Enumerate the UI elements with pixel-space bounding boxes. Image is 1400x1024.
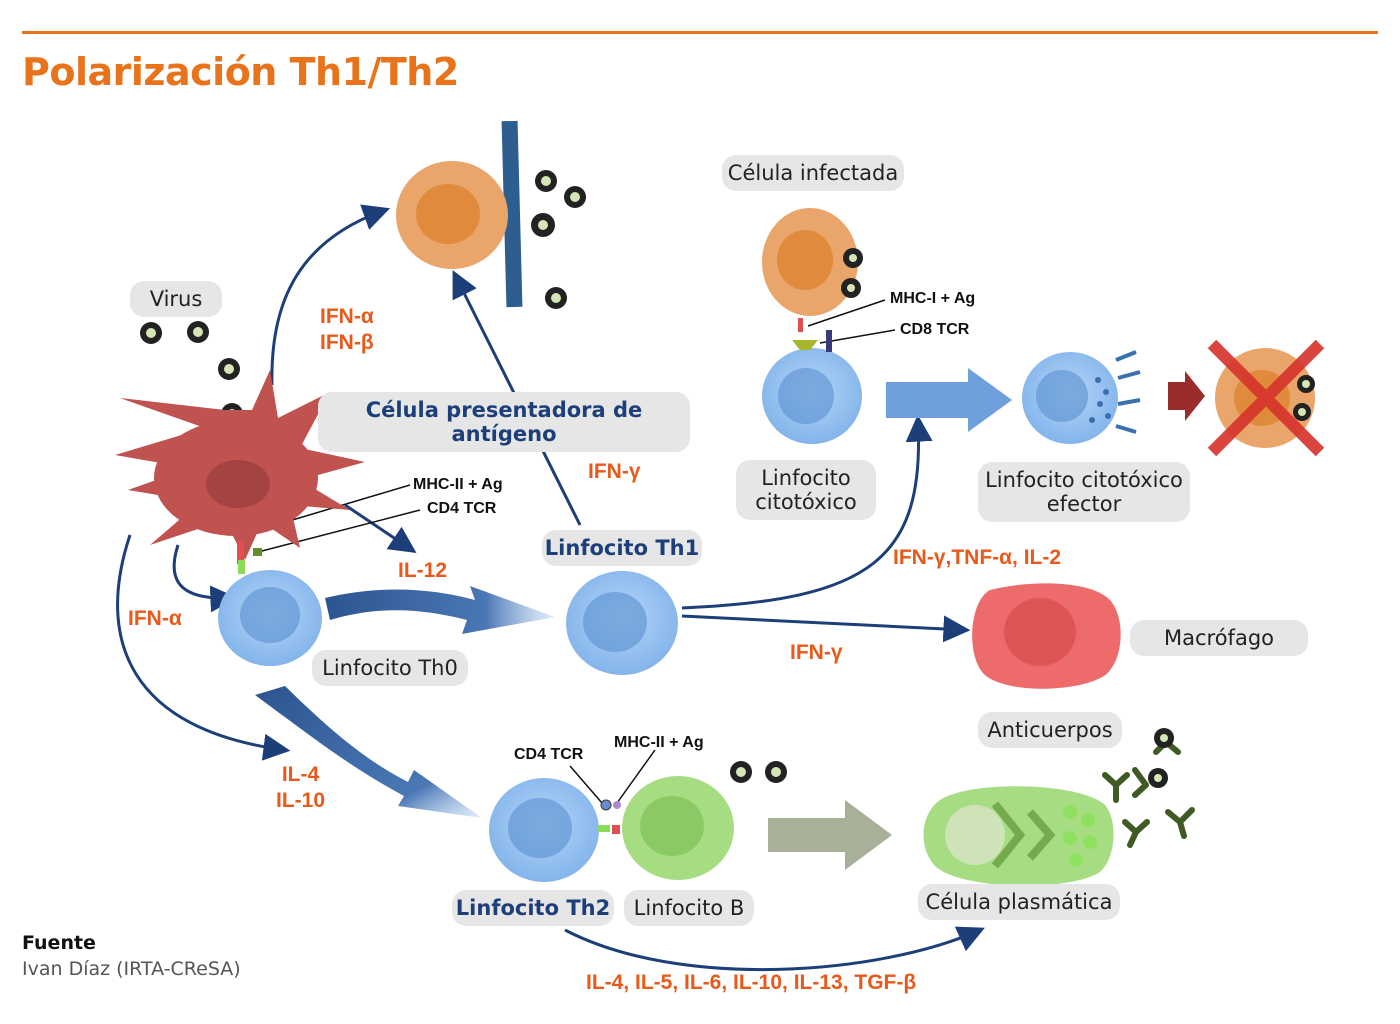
virus-icon <box>765 761 787 783</box>
antibody-icon <box>1165 807 1195 839</box>
ctl-label: Linfocito citotóxico <box>736 460 876 520</box>
arrow-th1-to-macrophage <box>681 614 971 643</box>
receptor-cd4-th2: CD4 TCR <box>514 746 584 763</box>
fat-arrow-ctl-to-effector <box>886 368 1012 432</box>
virus-icon <box>218 358 240 380</box>
th0-lymphocyte <box>218 570 322 666</box>
pointer-cd4 <box>257 509 421 553</box>
cytotoxic-lymphocyte <box>762 330 862 444</box>
plasma-cell <box>923 786 1114 886</box>
receptor-cd8: CD8 TCR <box>900 321 970 338</box>
cytokine-il4-il10: IL-4 IL-10 <box>276 763 326 812</box>
fat-arrow-effector-to-dead <box>1168 371 1205 421</box>
virus-icon <box>545 287 567 309</box>
th0-label: Linfocito Th0 <box>312 650 468 686</box>
effector-ctl-label: Linfocito citotóxico efector <box>978 462 1190 522</box>
arrow-th1-to-ctl <box>681 414 933 610</box>
arrow-apc-to-il12 <box>344 503 417 554</box>
pointer-cd8 <box>819 329 896 344</box>
virus-icon <box>1293 403 1311 421</box>
antigen-presenting-cell <box>115 370 365 574</box>
dead-infected-cell <box>1207 339 1325 457</box>
th2-label: Linfocito Th2 <box>452 890 614 926</box>
fat-arrow-b-to-plasma <box>768 800 892 870</box>
virus-icon <box>1148 768 1168 788</box>
plasma-cell-label: Célula plasmática <box>918 884 1120 920</box>
cytokine-il12: IL-12 <box>398 559 448 582</box>
macrophage-label: Macrófago <box>1130 620 1308 656</box>
infected-cell-top <box>396 161 508 269</box>
pointer-mhc1 <box>807 299 886 327</box>
cell-membrane <box>501 120 523 308</box>
cytokine-ifn-alpha: IFN-α <box>128 607 182 630</box>
fat-arrow-th0-to-th1 <box>325 586 555 634</box>
arrow-apc-to-infected <box>270 204 391 386</box>
cytokine-ifn-gamma-top: IFN-γ <box>588 460 641 483</box>
infected-cell-right <box>762 208 858 332</box>
antibody-icon <box>1132 767 1149 798</box>
fat-arrow-th0-to-th2 <box>255 686 482 818</box>
pointer-cd4-th2 <box>569 765 603 804</box>
b-lymphocyte <box>622 776 734 880</box>
virus-icon <box>841 278 861 298</box>
antibodies <box>1102 728 1195 848</box>
apc-label: Célula presentadora de antígeno <box>318 392 690 452</box>
source-value: Ivan Díaz (IRTA-CReSA) <box>22 958 241 980</box>
arrow-apc-to-th2 <box>116 534 291 761</box>
receptor-cd4-apc: CD4 TCR <box>427 500 497 517</box>
cytokine-ifn-alpha-beta: IFN-α IFN-β <box>320 305 374 354</box>
infected-cell-label: Célula infectada <box>722 155 904 191</box>
antibody-icon <box>1122 819 1150 848</box>
virus-icon <box>140 322 162 344</box>
title-rule <box>22 31 1378 34</box>
receptor-mhc1: MHC-I + Ag <box>890 290 976 307</box>
flow-arrows <box>116 204 985 972</box>
page-title: Polarización Th1/Th2 <box>22 50 459 94</box>
cytokine-ifn-gamma-mid: IFN-γ <box>790 641 843 664</box>
arrow-apc-to-th0 <box>172 544 238 613</box>
virus-icon <box>1154 728 1174 748</box>
virus-icon <box>535 170 557 192</box>
virus-icon <box>730 761 752 783</box>
receptor-mhc2-apc: MHC-II + Ag <box>413 476 503 493</box>
bcell-label: Linfocito B <box>624 890 754 926</box>
source-label: Fuente <box>22 932 96 954</box>
th2-lymphocyte <box>489 778 621 882</box>
antibody-icon <box>1102 772 1130 803</box>
th1-lymphocyte <box>566 571 678 675</box>
effector-cytotoxic-lymphocyte <box>1022 350 1141 444</box>
virus-label: Virus <box>130 281 222 317</box>
arrow-th2-to-plasma <box>564 926 985 972</box>
virus-icon <box>843 248 863 268</box>
antibodies-label: Anticuerpos <box>978 712 1122 748</box>
virus-icon <box>564 186 586 208</box>
virus-icon <box>187 321 209 343</box>
virus-icon <box>531 213 555 237</box>
virus-icon <box>1297 375 1315 393</box>
cytokine-th2-products: IL-4, IL-5, IL-6, IL-10, IL-13, TGF-β <box>586 971 917 994</box>
cytokine-ifn-tnf-il2: IFN-γ,TNF-α, IL-2 <box>893 546 1062 569</box>
th1-label: Linfocito Th1 <box>542 530 702 566</box>
receptor-mhc2-b: MHC-II + Ag <box>614 734 704 751</box>
macrophage-cell <box>972 583 1121 689</box>
pointer-mhc2-b <box>616 749 656 804</box>
